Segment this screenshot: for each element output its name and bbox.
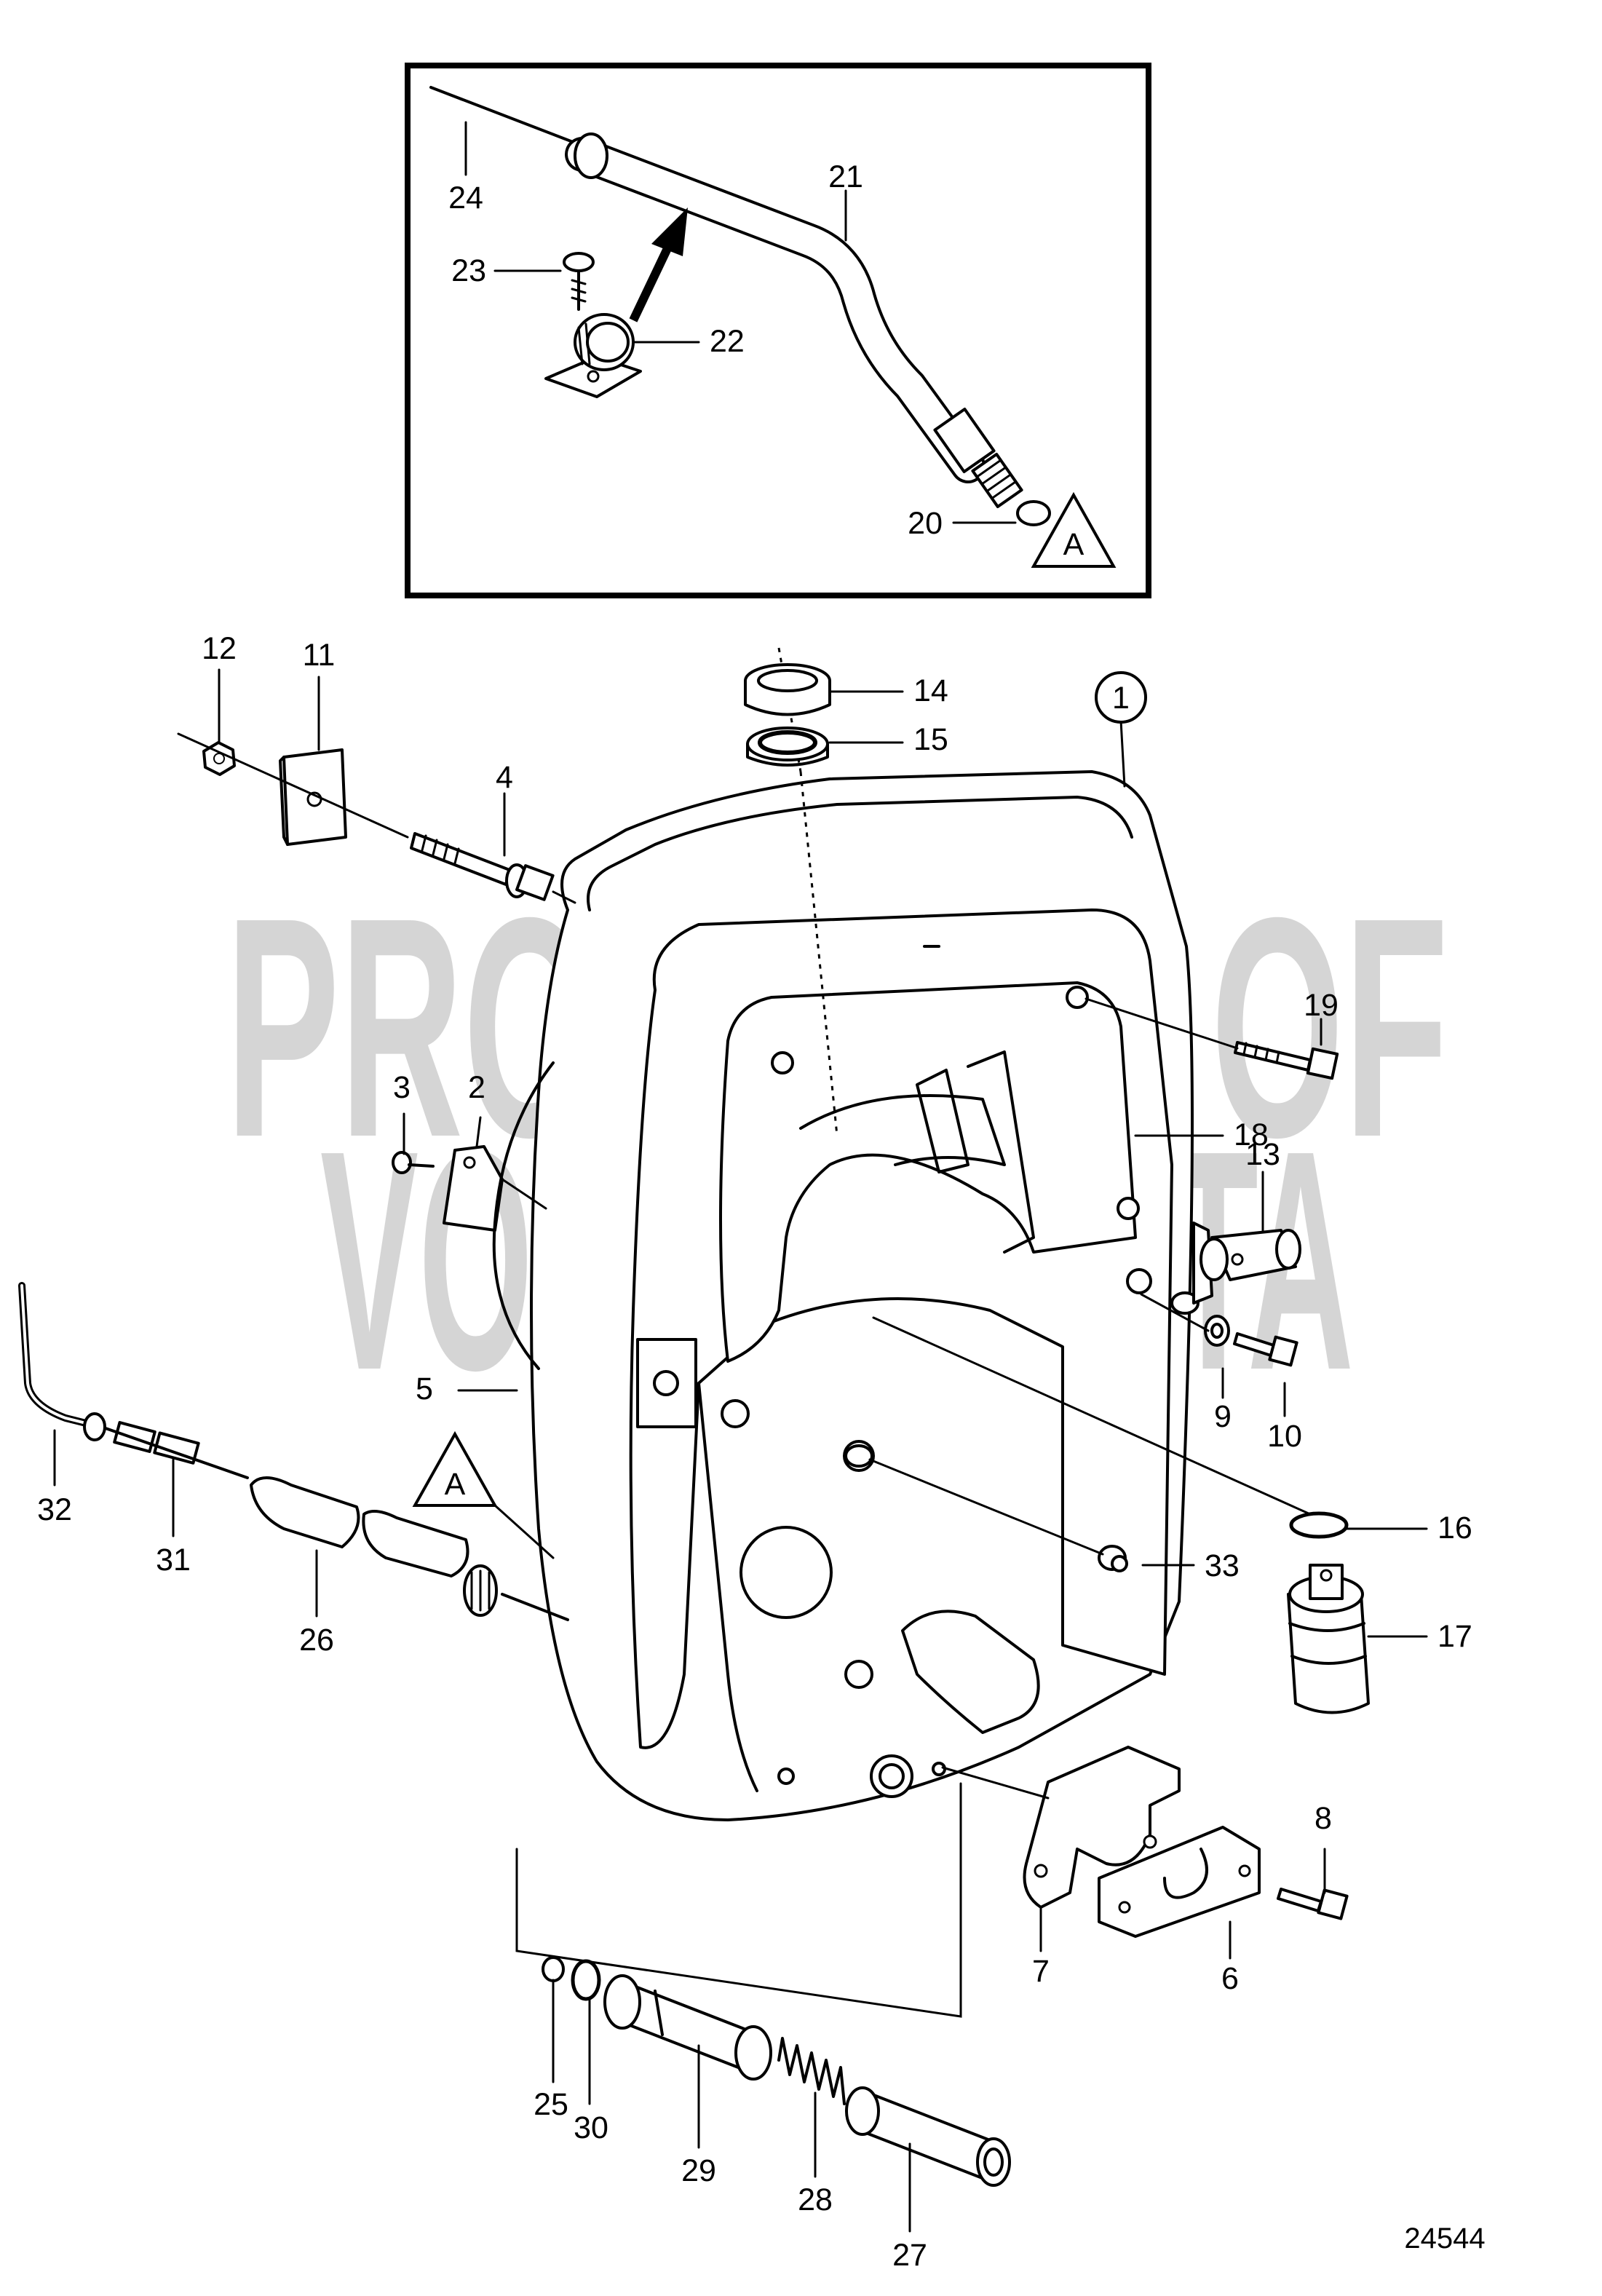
part-4-stud [410,832,555,901]
label-23: 23 [451,253,486,288]
part-2-wedge [443,1145,504,1232]
part-24-wire [429,86,584,147]
part-18-cover [916,1050,1035,1254]
part-10-bolt [1233,1332,1298,1367]
label-24: 24 [448,181,483,215]
assembly-line-4 [177,732,409,839]
label-28: 28 [798,2182,833,2217]
part-number-labels: 1 2 3 4 5 6 7 8 9 10 11 12 13 14 15 16 1… [37,159,1472,2273]
subassembly-bracket [515,1782,962,2018]
label-32: 32 [37,1492,72,1527]
inset-detail-view: A [405,63,1151,598]
part-28-spring [777,2037,846,2105]
part-33-plug [844,1444,1128,1572]
part-5-seal-ring [492,1061,555,1370]
label-33: 33 [1205,1548,1240,1583]
label-10: 10 [1267,1419,1302,1454]
part-19-bolt [1234,1041,1339,1080]
housing-lower-boss [901,1610,1040,1734]
label-2: 2 [468,1070,485,1105]
leader-lines [53,668,1428,2233]
part-30-o-ring [571,1959,601,2001]
view-reference-triangle-inset: A [1031,491,1117,568]
label-8: 8 [1314,1801,1332,1836]
label-13: 13 [1245,1137,1280,1172]
part-16-o-ring [1289,1511,1349,1539]
label-7: 7 [1032,1954,1050,1989]
drawing-number: 24544 [1404,2222,1485,2255]
label-17: 17 [1438,1619,1472,1654]
label-15: 15 [913,722,948,757]
label-25: 25 [534,2087,568,2122]
part-14-bushing [744,663,831,716]
part-23-screw [563,252,595,311]
label-29: 29 [681,2153,716,2188]
part-7-bracket [1023,1746,1181,1909]
label-30: 30 [574,2110,608,2145]
view-reference-label-inset: A [1063,527,1084,562]
label-4: 4 [496,760,513,795]
label-9: 9 [1214,1399,1232,1434]
part-22-clamp [544,313,642,398]
label-14: 14 [913,673,948,708]
label-1: 1 [1112,681,1130,716]
assembly-arrow [629,207,688,322]
label-12: 12 [202,631,237,666]
part-15-washer [746,727,829,767]
part-6-block [1098,1826,1261,1938]
part-3-screw [392,1151,435,1174]
callout-circle-1 [1095,671,1147,724]
part-12-nut [202,741,236,776]
label-3: 3 [393,1070,411,1105]
label-19: 19 [1304,988,1339,1023]
part-11-plate [279,748,347,846]
part-8-bolt [1277,1888,1349,1920]
label-26: 26 [299,1623,334,1658]
label-5: 5 [416,1371,433,1406]
part-29-sleeve [603,1974,772,2081]
label-16: 16 [1438,1511,1472,1545]
part-26-cable-housing [250,1476,569,1621]
part-31-fitting [83,1412,249,1479]
label-27: 27 [892,2238,927,2273]
part-21-tube [565,132,1023,509]
label-21: 21 [828,159,863,194]
view-reference-label-main: A [445,1467,466,1502]
view-reference-triangle-main: A [412,1430,498,1507]
part-27-pin [845,2086,1011,2187]
housing-cavity [719,981,1137,1363]
label-31: 31 [156,1543,191,1577]
housing-lower-port [739,1526,833,1619]
label-6: 6 [1221,1961,1239,1996]
part-20-o-ring [1016,500,1051,526]
label-18: 18 [1234,1117,1269,1152]
part-25-circlip [542,1956,565,1982]
label-20: 20 [908,506,943,541]
part-9-washer [1204,1315,1230,1347]
part-13-pin [1199,1229,1301,1281]
part-17-sleeve [1287,1564,1370,1714]
part-1-shield-housing [530,770,1213,1821]
label-22: 22 [710,324,745,359]
label-11: 11 [303,638,336,673]
part-32-cable-end [18,1282,98,1429]
inset-frame [405,63,1151,598]
